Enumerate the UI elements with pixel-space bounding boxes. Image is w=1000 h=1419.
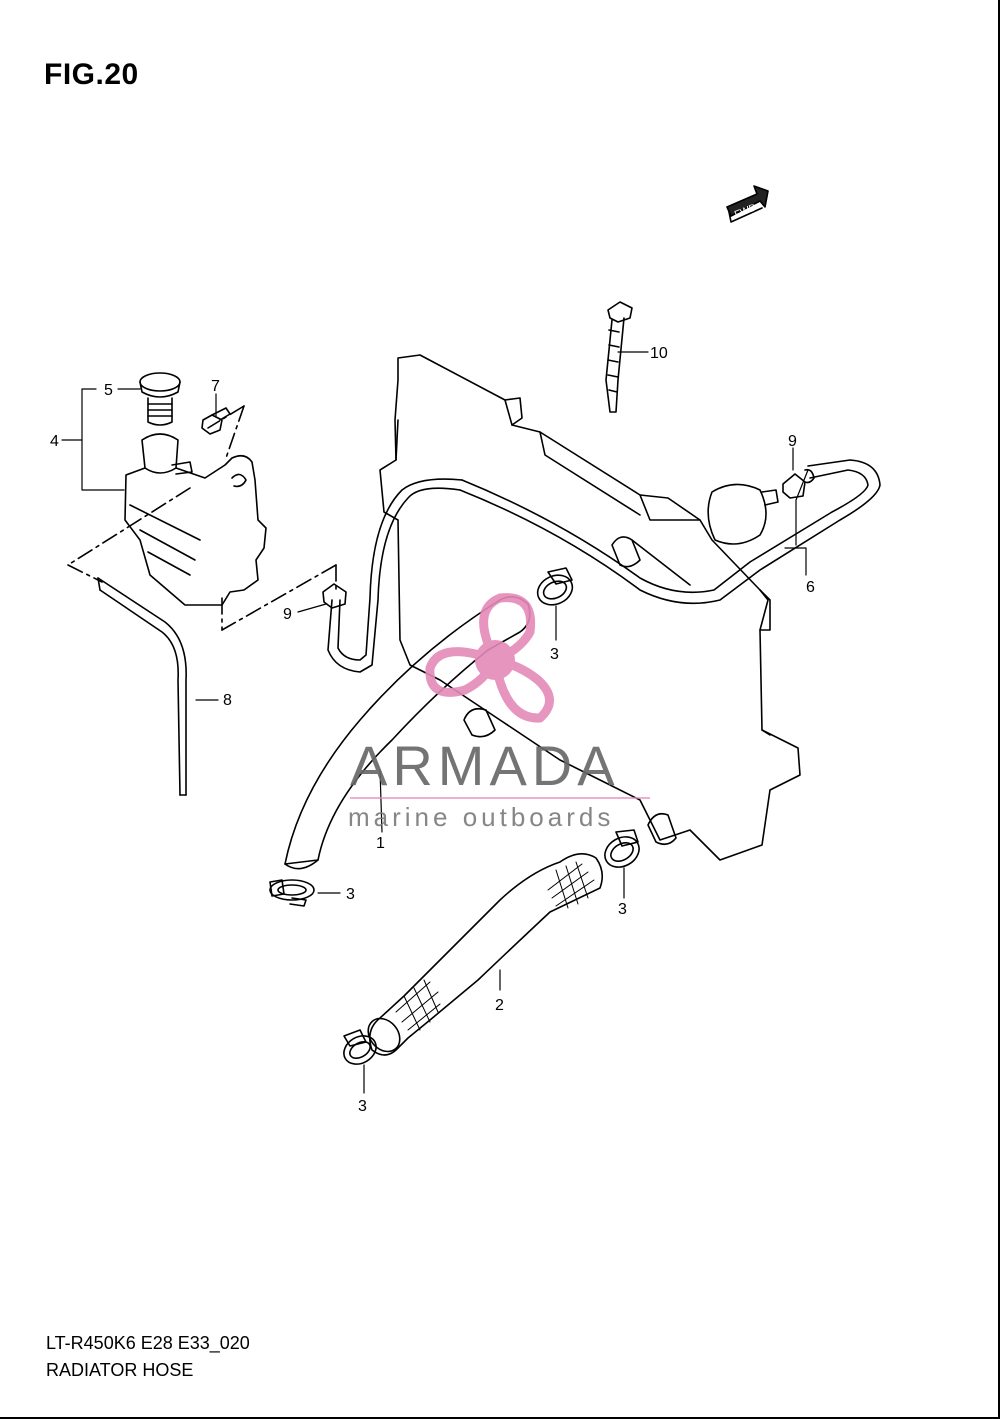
- callout-5: 5: [104, 382, 113, 399]
- watermark-title: ARMADA: [350, 734, 620, 797]
- breather-hose: [459, 459, 881, 605]
- callout-2: 2: [495, 997, 504, 1014]
- callout-6: 6: [806, 579, 815, 596]
- callout-3-bottom: 3: [358, 1098, 367, 1115]
- callout-9-lower: 9: [283, 606, 292, 623]
- bypass-hose-small: [322, 478, 463, 673]
- model-code: LT-R450K6 E28 E33_020: [46, 1333, 250, 1353]
- callout-1: 1: [376, 835, 385, 852]
- reservoir-cap: [139, 372, 181, 426]
- overflow-hose: [97, 577, 187, 796]
- clamp-mid-right: [604, 829, 640, 868]
- callout-4: 4: [50, 433, 59, 450]
- callout-labels: 1 2 3 3 3 3 4 5 6 7 8 9 9 10: [50, 345, 815, 1115]
- callout-9-upper: 9: [788, 433, 797, 450]
- callout-3-right: 3: [618, 901, 627, 918]
- callout-3-upper: 3: [550, 646, 559, 663]
- reservoir-tank: [124, 433, 267, 606]
- lower-radiator-hose: [367, 853, 604, 1056]
- cable-tie: [605, 301, 633, 413]
- watermark: ARMADA marine outboards: [348, 593, 650, 832]
- radiator-body: [379, 354, 801, 861]
- figure-title: FIG.20: [44, 58, 139, 91]
- callout-7: 7: [211, 378, 220, 395]
- clamp-upper-right: [536, 567, 574, 606]
- clamp-lower-left: [269, 879, 315, 907]
- hose-clamps: [269, 567, 640, 1065]
- propeller-logo-icon: [425, 593, 554, 723]
- leader-lines: [61, 351, 809, 1094]
- callout-3-left: 3: [346, 886, 355, 903]
- callout-8: 8: [223, 692, 232, 709]
- clamp-bottom: [343, 1029, 377, 1065]
- fwd-arrow-icon: FWD: [726, 185, 769, 223]
- watermark-subtitle: marine outboards: [348, 802, 614, 832]
- callout-10: 10: [650, 345, 668, 362]
- section-name: RADIATOR HOSE: [46, 1360, 194, 1380]
- assembly-lines: [67, 405, 337, 631]
